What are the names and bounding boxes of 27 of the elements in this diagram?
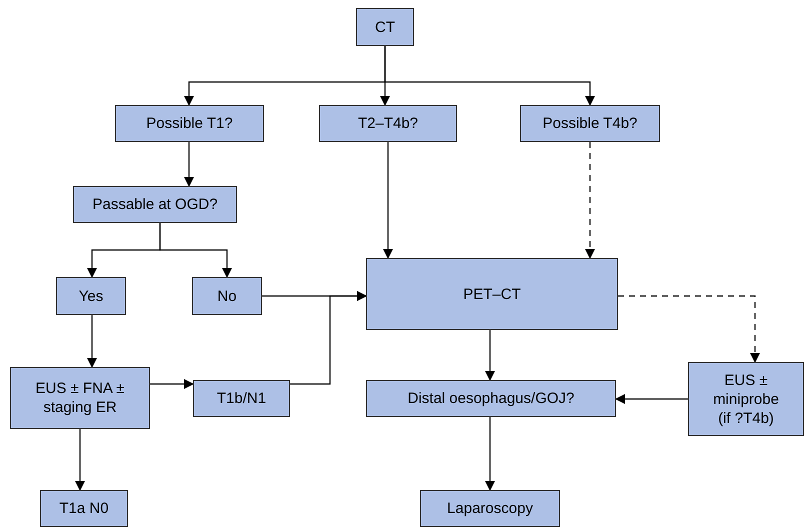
arrow [618, 295, 760, 363]
process-box: Possible T1? [115, 105, 264, 142]
arrow [384, 46, 595, 106]
process-box: Possible T4b? [520, 105, 660, 142]
arrow [159, 223, 232, 278]
process-box: T1b/N1 [193, 380, 290, 417]
process-box: T2–T4b? [319, 105, 457, 142]
process-box: EUS ± miniprobe (if ?T4b) [688, 362, 804, 436]
arrow [485, 330, 495, 381]
arrow [150, 379, 194, 389]
arrow [585, 142, 595, 259]
process-box: EUS ± FNA ± staging ER [10, 367, 150, 429]
process-box: No [192, 277, 262, 315]
process-box: Laparoscopy [420, 490, 560, 527]
arrow [290, 291, 367, 385]
arrow [75, 429, 85, 491]
process-box: Passable at OGD? [73, 186, 237, 223]
process-box: PET–CT [366, 258, 618, 330]
arrow [615, 394, 688, 404]
process-box: Distal oesophagus/GOJ? [366, 380, 616, 417]
arrow [383, 142, 393, 259]
arrow [87, 315, 97, 368]
process-box: Yes [56, 277, 126, 315]
arrow [485, 417, 495, 491]
process-box: CT [356, 8, 414, 46]
process-box: T1a N0 [40, 490, 128, 527]
arrow [184, 142, 194, 187]
